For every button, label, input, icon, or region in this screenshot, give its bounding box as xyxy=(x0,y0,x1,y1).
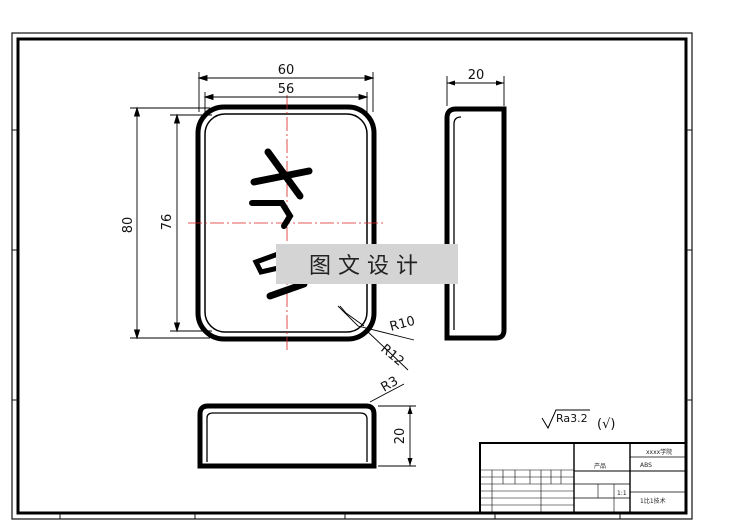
title-block xyxy=(479,442,687,514)
dim-r3: R3 xyxy=(379,374,401,396)
front-dimensions xyxy=(130,72,415,403)
watermark-banner: 图文设计 xyxy=(276,244,458,284)
dim-side-20: 20 xyxy=(468,68,485,83)
tb-product-label: 产品 xyxy=(594,462,606,470)
dim-76: 76 xyxy=(160,214,175,231)
dim-front-20: 20 xyxy=(393,428,408,445)
surface-finish-remark: (√) xyxy=(597,417,615,432)
tb-part-code: ABS xyxy=(640,462,652,469)
drawing-frame xyxy=(16,37,688,515)
bottom-view xyxy=(197,403,416,469)
tb-school: xxxx学院 xyxy=(646,448,672,456)
dim-80: 80 xyxy=(121,217,136,234)
tb-scale: 1:1 xyxy=(617,490,627,497)
tb-material: 1比1技术 xyxy=(640,497,666,505)
surface-finish-value: Ra3.2 xyxy=(556,412,588,425)
outer-sheet-border xyxy=(11,32,693,520)
dim-60: 60 xyxy=(278,63,295,78)
surface-finish-symbol xyxy=(541,409,590,430)
dim-r10: R10 xyxy=(388,314,417,335)
side-view xyxy=(444,76,507,341)
dim-56: 56 xyxy=(278,82,295,97)
front-view xyxy=(188,95,384,350)
